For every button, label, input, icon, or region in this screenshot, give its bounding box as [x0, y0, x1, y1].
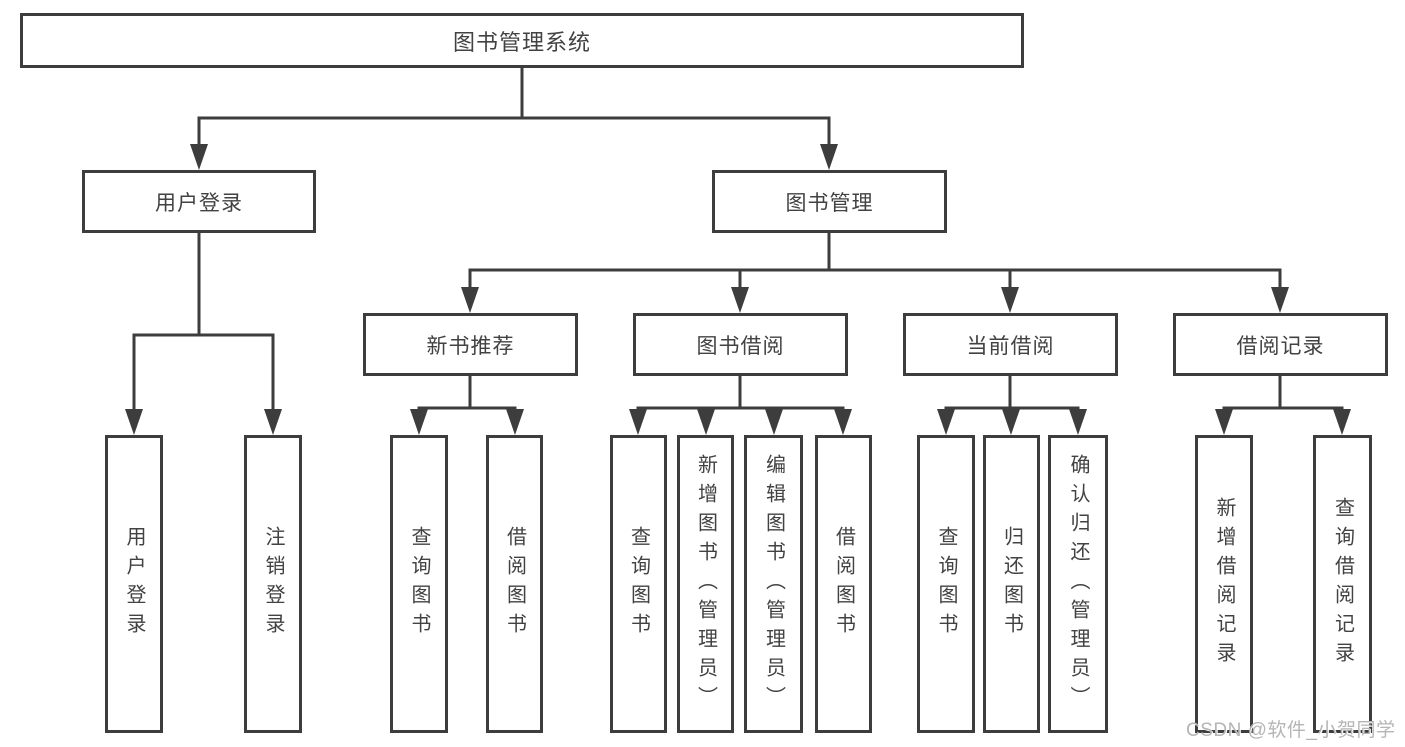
node-leaf-borrow-book-rec: 借阅图书 [486, 435, 543, 733]
arrowheads [125, 144, 1351, 435]
node-user-login: 用户登录 [82, 170, 316, 233]
node-label: 用户登录 [123, 526, 145, 642]
node-label: 确认归还（管理员） [1067, 453, 1089, 715]
node-book-management: 图书管理 [712, 170, 947, 233]
node-leaf-add-borrow-record: 新增借阅记录 [1195, 435, 1253, 733]
node-leaf-confirm-return-admin: 确认归还（管理员） [1048, 435, 1108, 733]
node-leaf-query-book-rec: 查询图书 [390, 435, 448, 733]
node-leaf-logout: 注销登录 [244, 435, 302, 733]
node-label: 新增借阅记录 [1213, 497, 1235, 671]
node-label: 当前借阅 [966, 334, 1055, 358]
node-label: 注销登录 [262, 526, 284, 642]
node-current-borrowing: 当前借阅 [903, 313, 1118, 376]
node-label: 归还图书 [1000, 526, 1023, 642]
node-label: 借阅图书 [503, 526, 526, 642]
node-leaf-add-book-admin: 新增图书（管理员） [677, 435, 734, 733]
node-label: 查询图书 [935, 526, 957, 642]
node-leaf-user-login: 用户登录 [105, 435, 163, 733]
node-leaf-edit-book-admin: 编辑图书（管理员） [744, 435, 803, 733]
node-label: 借阅图书 [832, 526, 855, 642]
node-label: 图书管理 [785, 191, 874, 215]
node-leaf-query-borrow-record: 查询借阅记录 [1313, 435, 1372, 733]
node-label: 新书推荐 [426, 334, 515, 358]
node-library-management-system: 图书管理系统 [20, 13, 1024, 68]
node-leaf-query-book-cb: 查询图书 [917, 435, 975, 733]
node-label: 用户登录 [155, 191, 243, 215]
node-leaf-return-book: 归还图书 [983, 435, 1040, 733]
node-label: 查询图书 [627, 526, 650, 642]
node-label: 编辑图书（管理员） [762, 453, 785, 715]
node-borrowing-records: 借阅记录 [1173, 313, 1388, 376]
node-new-book-recommend: 新书推荐 [363, 313, 578, 376]
node-label: 新增图书（管理员） [694, 453, 717, 715]
node-leaf-query-book-bb: 查询图书 [610, 435, 667, 733]
node-label: 查询图书 [408, 526, 430, 642]
csdn-watermark: CSDN @软件_小贺同学 [1186, 720, 1396, 741]
node-label: 图书借阅 [696, 334, 785, 358]
node-leaf-borrow-book-bb: 借阅图书 [815, 435, 872, 733]
node-label: 借阅记录 [1236, 334, 1325, 358]
node-label: 查询借阅记录 [1331, 497, 1354, 671]
node-book-borrowing: 图书借阅 [633, 313, 848, 376]
node-label: 图书管理系统 [452, 29, 591, 55]
